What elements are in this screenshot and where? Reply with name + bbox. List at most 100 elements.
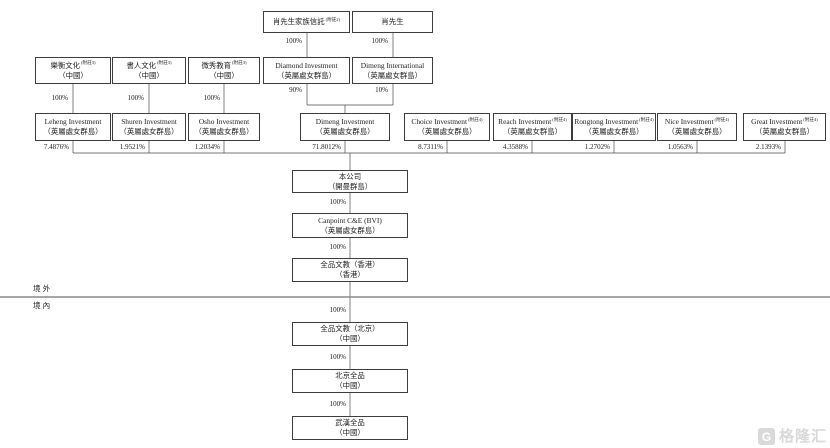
- gelonghui-logo: G 格隆汇: [757, 428, 827, 445]
- org-node-diamond-investment: Diamond Investment （英屬處女群島）: [263, 57, 350, 84]
- node-title: 肖先生: [381, 17, 404, 26]
- note-ref: (附註2): [325, 16, 341, 22]
- node-title: Leheng Investment: [44, 117, 102, 127]
- node-jurisdiction: （中國）: [58, 70, 88, 80]
- note-ref: (附註3): [81, 60, 96, 66]
- ownership-label: 100%: [51, 94, 68, 102]
- org-node-mr-xiao: 肖先生: [352, 11, 433, 33]
- node-title: Diamond Investment: [275, 60, 338, 70]
- node-title: Reach Investment(附註4): [498, 116, 567, 127]
- ownership-label: 7.4876%: [43, 143, 69, 151]
- node-title: 本公司: [338, 171, 362, 181]
- org-node-canpoint-ce-bvi: Canpoint C&E (BVI) （英屬處女群島）: [292, 213, 408, 238]
- node-title: 全品文教（香港）: [320, 260, 380, 270]
- node-jurisdiction: （英屬處女群島）: [667, 127, 727, 136]
- ownership-label: 100%: [329, 400, 346, 408]
- org-node-dimeng-international: Dimeng International （英屬處女群島）: [352, 57, 433, 84]
- note-ref: (附註4): [552, 116, 567, 122]
- org-node-dimeng-investment: Dimeng Investment （英屬處女群島）: [300, 113, 390, 141]
- org-node-weixiu-education: 微秀教育(附註3) （中國）: [188, 57, 260, 84]
- org-node-leheng-culture: 樂衡文化(附註3) （中國）: [35, 57, 111, 84]
- node-title: Osho Investment: [198, 117, 250, 127]
- ownership-label: 100%: [127, 94, 144, 102]
- node-title: 樂衡文化(附註3): [50, 60, 96, 70]
- ownership-label: 1.2034%: [194, 143, 220, 151]
- ownership-label: 71.8012%: [312, 143, 341, 151]
- ownership-label: 90%: [289, 86, 302, 94]
- org-node-leheng-investment: Leheng Investment （英屬處女群島）: [35, 113, 111, 141]
- node-title: Shuren Investment: [121, 117, 177, 127]
- region-label-offshore: 境外: [33, 284, 53, 293]
- ownership-label: 100%: [203, 94, 220, 102]
- ownership-label: 100%: [285, 37, 302, 45]
- org-node-shuren-culture: 書人文化(附註3) （中國）: [112, 57, 186, 84]
- ownership-label: 1.9521%: [119, 143, 145, 151]
- ownership-label: 100%: [329, 243, 346, 251]
- node-jurisdiction: （英屬處女群島）: [315, 127, 375, 136]
- ownership-label: 4.3588%: [502, 143, 528, 151]
- node-jurisdiction: （英屬處女群島）: [584, 127, 644, 136]
- org-node-beijing-canpoint: 北京全品 （中國）: [292, 369, 408, 393]
- ownership-label: 1.2702%: [584, 143, 610, 151]
- node-title: Nice Investment(附註4): [664, 116, 730, 127]
- node-title: 書人文化(附註3): [126, 60, 172, 70]
- note-ref: (附註3): [232, 60, 247, 66]
- node-jurisdiction: （英屬處女群島）: [754, 127, 815, 136]
- note-ref: (附註4): [468, 116, 483, 122]
- node-title: Rongtong Investment(附註4): [574, 116, 654, 127]
- note-ref: (附註4): [639, 116, 654, 122]
- node-jurisdiction: （中國）: [335, 381, 365, 390]
- ownership-label: 100%: [371, 37, 388, 45]
- node-jurisdiction: （英屬處女群島）: [194, 127, 254, 136]
- gelonghui-logo-text: 格隆汇: [778, 428, 827, 445]
- org-node-xiao-family-trust: 肖先生家族信託(附註2): [263, 11, 350, 33]
- ownership-label: 100%: [329, 353, 346, 361]
- note-ref: (附註4): [803, 116, 818, 122]
- node-title: Dimeng Investment: [315, 117, 375, 127]
- region-label-onshore: 境內: [33, 301, 53, 310]
- node-title: 武漢全品: [335, 418, 365, 428]
- node-title: Canpoint C&E (BVI): [318, 215, 382, 225]
- node-title: 微秀教育(附註3): [201, 60, 247, 70]
- ownership-label: 1.0563%: [667, 143, 693, 151]
- node-jurisdiction: （英屬處女群島）: [417, 127, 477, 136]
- org-node-wuhan-canpoint: 武漢全品 （中國）: [292, 416, 408, 440]
- ownership-label: 100%: [329, 198, 346, 206]
- node-jurisdiction: （香港）: [335, 270, 365, 279]
- gelonghui-g-icon: G: [757, 428, 775, 445]
- node-title: Choice Investment(附註4): [411, 116, 483, 127]
- node-title: 全品文教（北京）: [320, 324, 380, 334]
- node-jurisdiction: （英屬處女群島）: [502, 127, 563, 136]
- node-jurisdiction: （英屬處女群島）: [276, 70, 337, 80]
- org-node-osho-investment: Osho Investment （英屬處女群島）: [188, 113, 260, 141]
- ownership-label: 100%: [329, 306, 346, 314]
- node-jurisdiction: （英屬處女群島）: [362, 70, 423, 80]
- node-title: Dimeng International: [360, 60, 425, 70]
- node-jurisdiction: （中國）: [209, 70, 239, 80]
- node-jurisdiction: （英屬處女群島）: [119, 127, 179, 136]
- node-jurisdiction: （開曼群島）: [327, 181, 373, 191]
- org-node-canpoint-beijing: 全品文教（北京） （中國）: [292, 322, 408, 346]
- org-node-nice-investment: Nice Investment(附註4) （英屬處女群島）: [657, 113, 737, 141]
- ownership-label: 8.7311%: [418, 143, 443, 151]
- node-title: 肖先生家族信託(附註2): [272, 16, 341, 26]
- note-ref: (附註3): [157, 60, 172, 66]
- node-title: 北京全品: [335, 371, 365, 381]
- node-jurisdiction: （英屬處女群島）: [43, 127, 103, 136]
- org-node-shuren-investment: Shuren Investment （英屬處女群島）: [112, 113, 186, 141]
- org-node-great-investment: Great Investment(附註4) （英屬處女群島）: [743, 113, 826, 141]
- node-jurisdiction: （中國）: [335, 428, 365, 437]
- node-title: Great Investment(附註4): [751, 116, 818, 127]
- org-node-reach-investment: Reach Investment(附註4) （英屬處女群島）: [493, 113, 572, 141]
- org-node-rongtong-investment: Rongtong Investment(附註4) （英屬處女群島）: [572, 113, 656, 141]
- org-node-choice-investment: Choice Investment(附註4) （英屬處女群島）: [404, 113, 490, 141]
- node-jurisdiction: （中國）: [134, 70, 164, 80]
- note-ref: (附註4): [714, 116, 730, 122]
- org-node-canpoint-hk: 全品文教（香港） （香港）: [292, 258, 408, 282]
- ownership-label: 10%: [375, 86, 388, 94]
- node-jurisdiction: （英屬處女群島）: [320, 225, 380, 235]
- org-node-the-company: 本公司 （開曼群島）: [292, 170, 408, 193]
- ownership-label: 2.1393%: [755, 143, 781, 151]
